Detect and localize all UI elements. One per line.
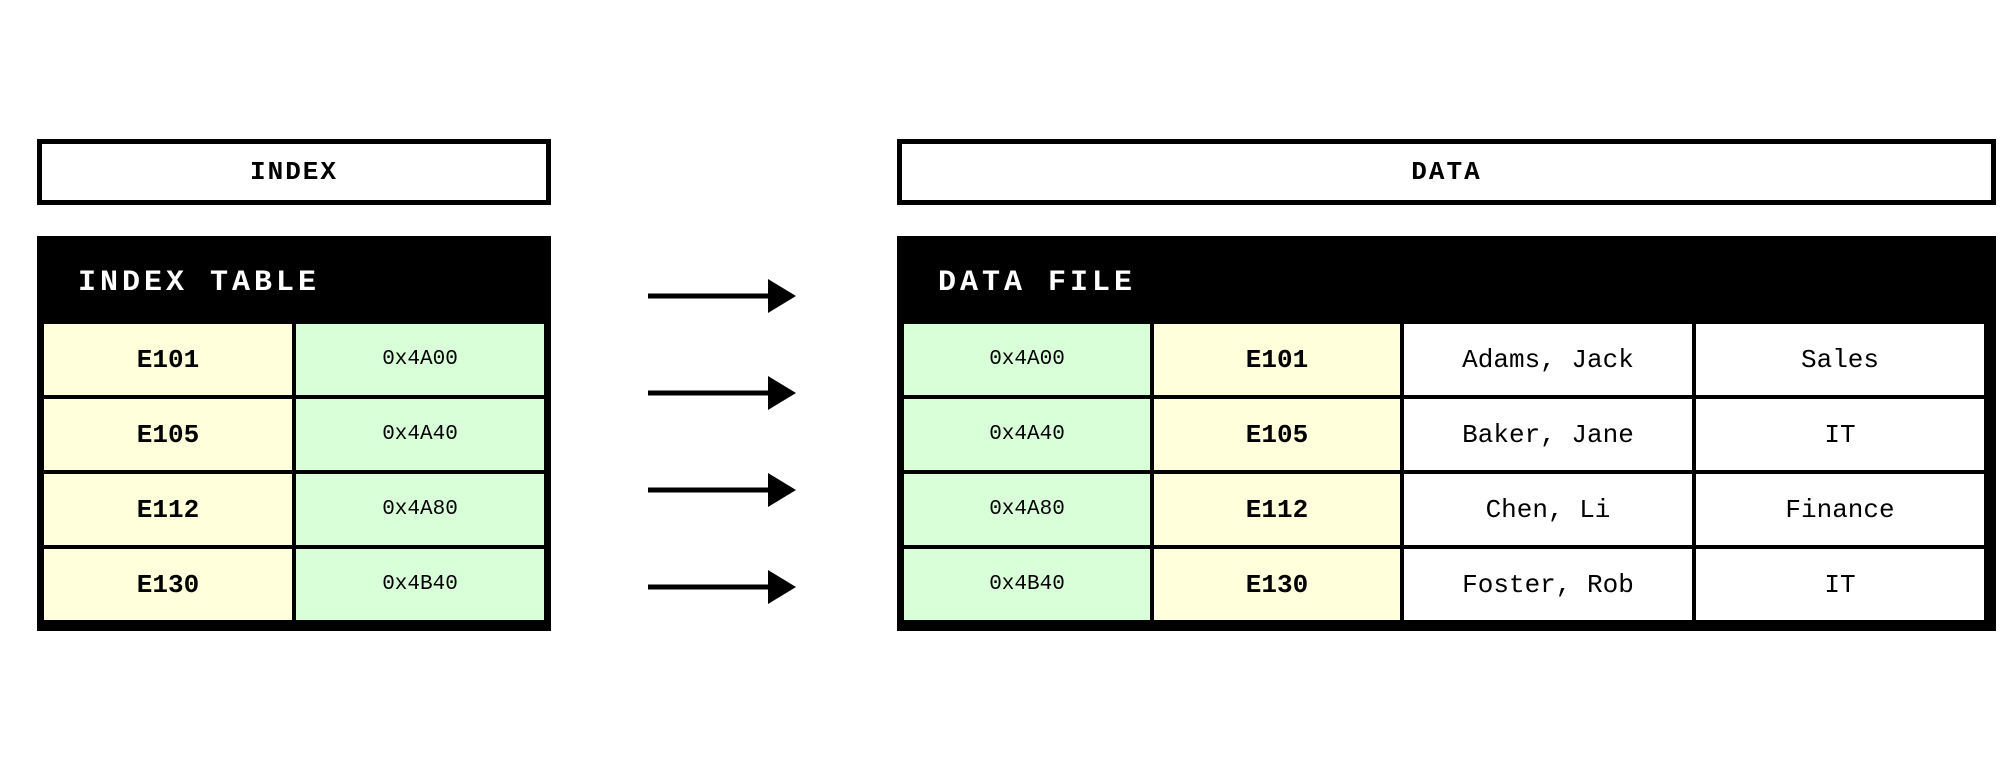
data-row-1: 0x4A00 E101 Adams, Jack Sales — [904, 324, 1989, 395]
data-table: DATA FILE 0x4A00 E101 Adams, Jack Sales … — [897, 236, 1996, 631]
data-dept-cell: IT — [1696, 399, 1984, 470]
pointer-arrow-1 — [648, 279, 796, 313]
data-dept-cell: IT — [1696, 549, 1984, 620]
data-key-cell: E112 — [1154, 474, 1400, 545]
pointer-arrow-2 — [648, 376, 796, 410]
index-address-cell: 0x4B40 — [296, 549, 544, 620]
data-name-cell: Adams, Jack — [1404, 324, 1692, 395]
index-address-cell: 0x4A80 — [296, 474, 544, 545]
index-key-cell: E112 — [44, 474, 292, 545]
index-table: INDEX TABLE E101 0x4A00 E105 0x4A40 E112… — [37, 236, 551, 631]
data-key-cell: E105 — [1154, 399, 1400, 470]
index-row-1: E101 0x4A00 — [44, 324, 544, 395]
data-dept-cell: Finance — [1696, 474, 1984, 545]
pointer-arrow-3 — [648, 473, 796, 507]
data-name-cell: Chen, Li — [1404, 474, 1692, 545]
data-label: DATA — [897, 139, 1996, 205]
data-row-2: 0x4A40 E105 Baker, Jane IT — [904, 399, 1989, 470]
index-key-cell: E101 — [44, 324, 292, 395]
index-row-3: E112 0x4A80 — [44, 474, 544, 545]
data-row-3: 0x4A80 E112 Chen, Li Finance — [904, 474, 1989, 545]
data-address-cell: 0x4A40 — [904, 399, 1150, 470]
index-address-cell: 0x4A40 — [296, 399, 544, 470]
data-address-cell: 0x4A00 — [904, 324, 1150, 395]
data-name-cell: Baker, Jane — [1404, 399, 1692, 470]
index-table-rows: E101 0x4A00 E105 0x4A40 E112 0x4A80 E130… — [42, 324, 546, 620]
data-name-cell: Foster, Rob — [1404, 549, 1692, 620]
index-row-2: E105 0x4A40 — [44, 399, 544, 470]
index-table-title: INDEX TABLE — [78, 265, 321, 300]
data-table-rows: 0x4A00 E101 Adams, Jack Sales 0x4A40 E10… — [902, 324, 1991, 620]
index-row-4: E130 0x4B40 — [44, 549, 544, 620]
data-row-4: 0x4B40 E130 Foster, Rob IT — [904, 549, 1989, 620]
data-key-cell: E101 — [1154, 324, 1400, 395]
pointer-arrow-4 — [648, 570, 796, 604]
data-address-cell: 0x4A80 — [904, 474, 1150, 545]
data-dept-cell: Sales — [1696, 324, 1984, 395]
index-label: INDEX — [37, 139, 551, 205]
data-key-cell: E130 — [1154, 549, 1400, 620]
index-key-cell: E105 — [44, 399, 292, 470]
data-table-title: DATA FILE — [938, 265, 1137, 300]
data-address-cell: 0x4B40 — [904, 549, 1150, 620]
index-address-cell: 0x4A00 — [296, 324, 544, 395]
index-key-cell: E130 — [44, 549, 292, 620]
